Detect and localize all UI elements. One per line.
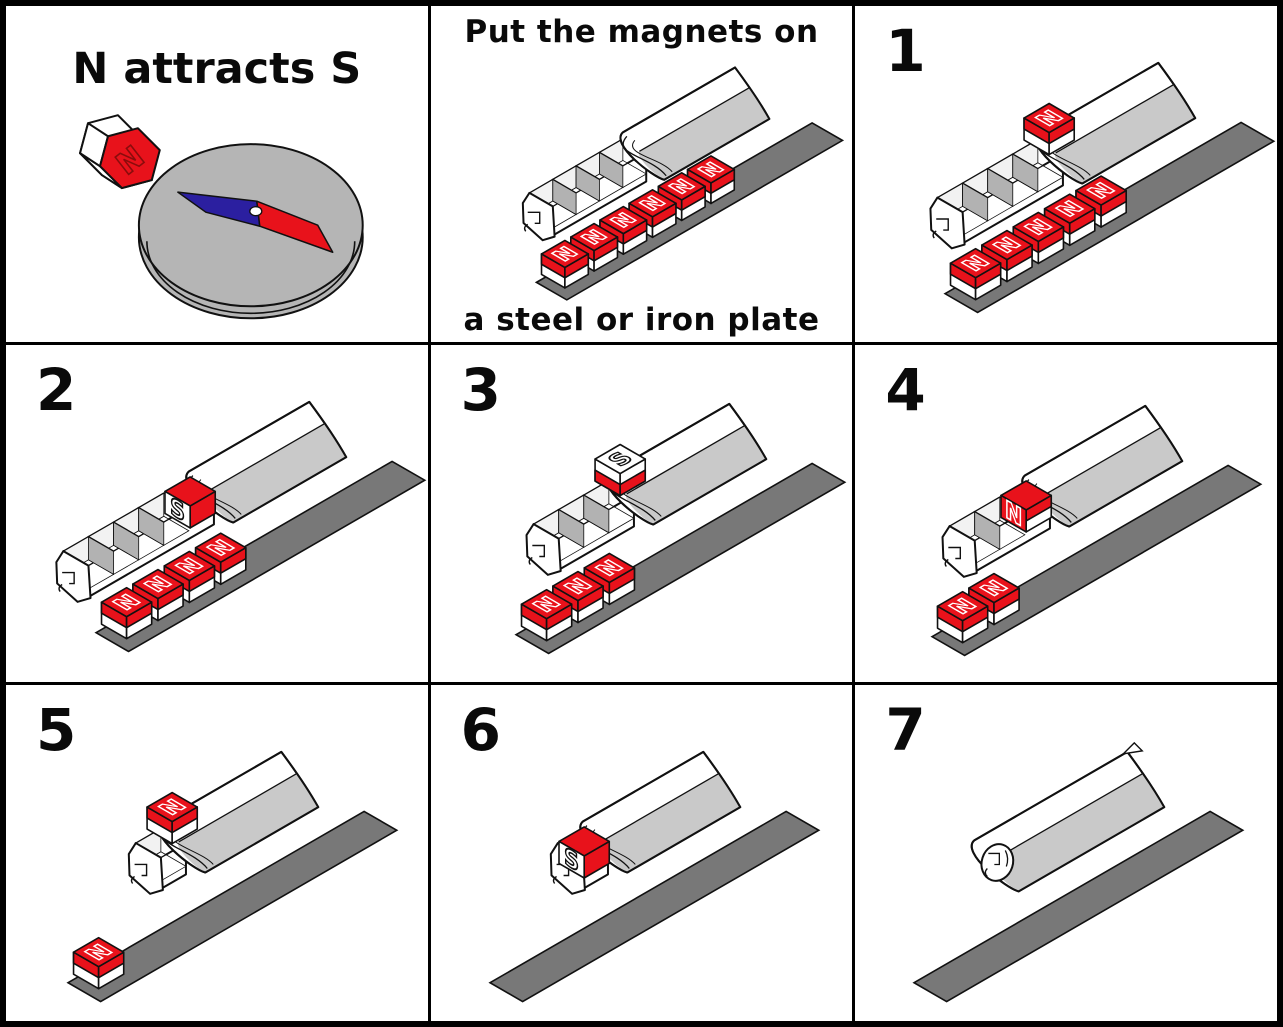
magnet-cube: N: [1023, 102, 1076, 156]
magnet-cube: S: [164, 476, 217, 530]
steel-plate: [66, 810, 399, 1003]
tube-wrapped-part: [619, 66, 770, 181]
magnet-cube: N: [950, 247, 1002, 301]
magnet-cube: N: [132, 569, 184, 622]
tube-end-flap: [521, 191, 556, 242]
magnet-cube: N: [686, 155, 735, 205]
magnet-cube: S: [557, 825, 610, 879]
step-number: 2: [36, 356, 77, 425]
paper-tube: [929, 138, 1065, 250]
magnet-cube: N: [72, 936, 125, 990]
panel-step-6: 6 S: [430, 684, 853, 1021]
tube-opening-curl: [622, 135, 667, 177]
step-number: 1: [885, 17, 926, 85]
step-number: 6: [460, 695, 502, 764]
step-number: 7: [885, 695, 926, 764]
step-number: 4: [885, 356, 926, 425]
tube-wrapped-part: [157, 750, 320, 874]
paper-tube: [127, 827, 188, 895]
panel-step-7: 7: [855, 684, 1277, 1021]
dish-inner-rim: [146, 241, 356, 315]
magnet-cube: N: [146, 791, 199, 845]
magnet-pole-label: N: [1005, 495, 1022, 533]
step-6-illustration: S: [488, 750, 821, 1003]
paper-tube: [521, 138, 648, 242]
magnet-cube: N: [520, 589, 573, 642]
compass: [137, 143, 364, 320]
magnet-cube: N: [937, 591, 989, 644]
compass-illustration: N: [79, 114, 364, 320]
tube-end-flap: [929, 196, 966, 250]
step-4-illustration: NNN: [930, 405, 1263, 657]
tube-wrapped-part: [971, 741, 1166, 893]
magnet-cube: N: [1000, 480, 1053, 534]
tube-wrapped-part: [605, 403, 767, 526]
magnet-pole-label: S: [170, 492, 185, 529]
tube-end-flap: [525, 523, 562, 577]
step-number: 3: [460, 356, 502, 425]
step-5-illustration: NN: [66, 750, 399, 1003]
step-7-illustration: [912, 741, 1245, 1003]
panel-intro: N attracts S N: [6, 6, 428, 343]
setup-caption-bottom: a steel or iron plate: [463, 302, 820, 339]
magnet-cube: N: [628, 188, 677, 239]
tube-end-tab: [1121, 741, 1145, 755]
paper-tube: [525, 480, 635, 577]
hex-magnet: N: [79, 114, 161, 190]
tube-end-flap: [127, 841, 164, 895]
tube-end-flap: [941, 525, 979, 579]
magnet-cube: S: [593, 444, 646, 497]
steel-plate: [488, 810, 821, 1003]
magnet-cube: N: [540, 239, 589, 289]
setup-caption-top: Put the magnets on: [464, 14, 819, 50]
magnet-pole-label: S: [564, 841, 579, 878]
compass-dish: [137, 143, 364, 308]
needle-pivot: [249, 206, 263, 217]
intro-title: N attracts S: [72, 44, 362, 94]
tube-wrapped-part: [1021, 405, 1184, 528]
magnet-cube: N: [968, 573, 1021, 626]
magnet-cube: N: [100, 587, 153, 640]
steel-plate: [912, 810, 1245, 1003]
hex-magnet-n-face: [99, 127, 161, 190]
step-number: 5: [36, 695, 77, 764]
magnet-cube: N: [551, 571, 604, 624]
